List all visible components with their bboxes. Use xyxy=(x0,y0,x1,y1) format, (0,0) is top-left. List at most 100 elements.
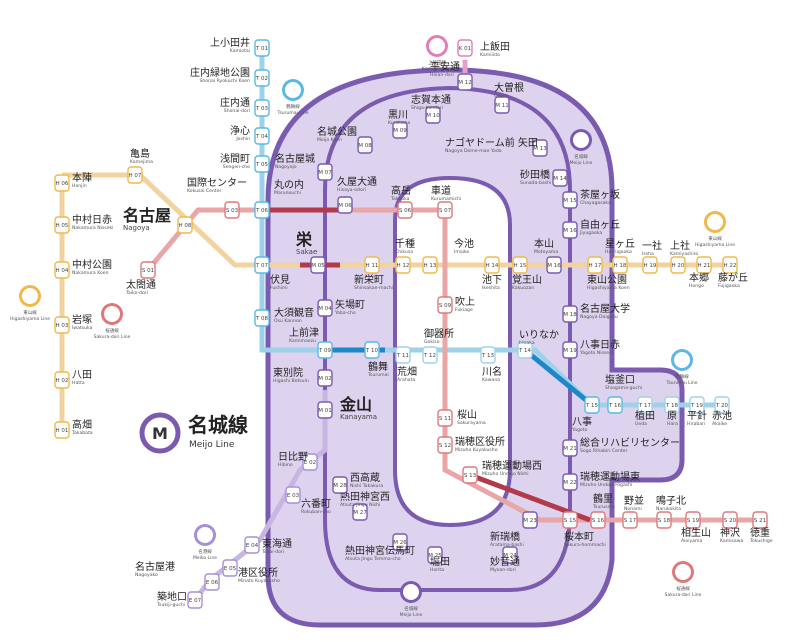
station-name-en: Fujigaoka xyxy=(718,283,740,289)
legend-badge-inner xyxy=(675,564,691,580)
station-code: S 15 xyxy=(564,518,577,524)
station-code: M 15 xyxy=(563,198,577,204)
station-code: S 20 xyxy=(724,518,737,524)
station-name-en: Sogo Rihabiri Center xyxy=(580,448,627,454)
station-code: E 05 xyxy=(224,566,237,572)
station-name-jp: 妙音通 xyxy=(490,555,520,568)
station-name-jp: 植田 xyxy=(635,409,655,422)
station-name-en: Fukiage xyxy=(455,307,473,313)
station-name-jp: 高岳 xyxy=(391,184,411,197)
legend-jp: 桜通線 xyxy=(105,327,119,334)
station-name-en: Heian-dori xyxy=(430,72,454,78)
